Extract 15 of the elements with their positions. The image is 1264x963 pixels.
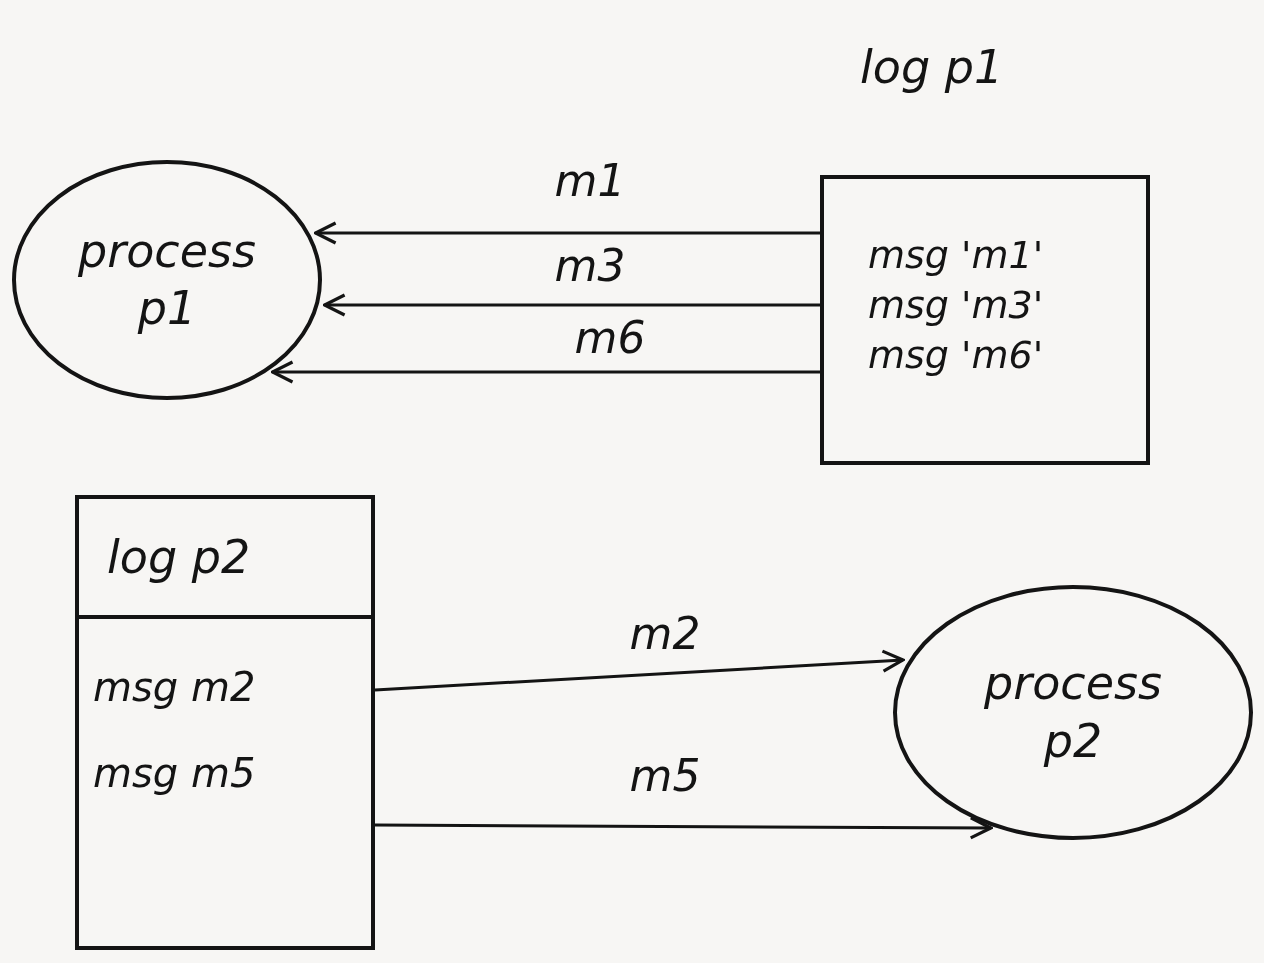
log-heading: log p1 xyxy=(860,40,1004,94)
arrow xyxy=(314,221,820,245)
log-entry: msg m5 xyxy=(93,751,257,795)
log-box xyxy=(75,495,375,950)
log-heading: log p2 xyxy=(107,530,251,584)
process-label: process p2 xyxy=(983,655,1163,770)
arrow xyxy=(375,816,993,840)
log-entry: msg 'm3' xyxy=(868,284,1045,327)
arrow xyxy=(323,293,820,317)
log-entry: msg 'm6' xyxy=(868,334,1045,377)
log-entry: msg m2 xyxy=(93,665,257,709)
process-label: process p1 xyxy=(77,222,257,337)
arrow xyxy=(374,649,905,692)
arrow xyxy=(270,360,820,384)
log-entry: msg 'm1' xyxy=(868,235,1045,277)
